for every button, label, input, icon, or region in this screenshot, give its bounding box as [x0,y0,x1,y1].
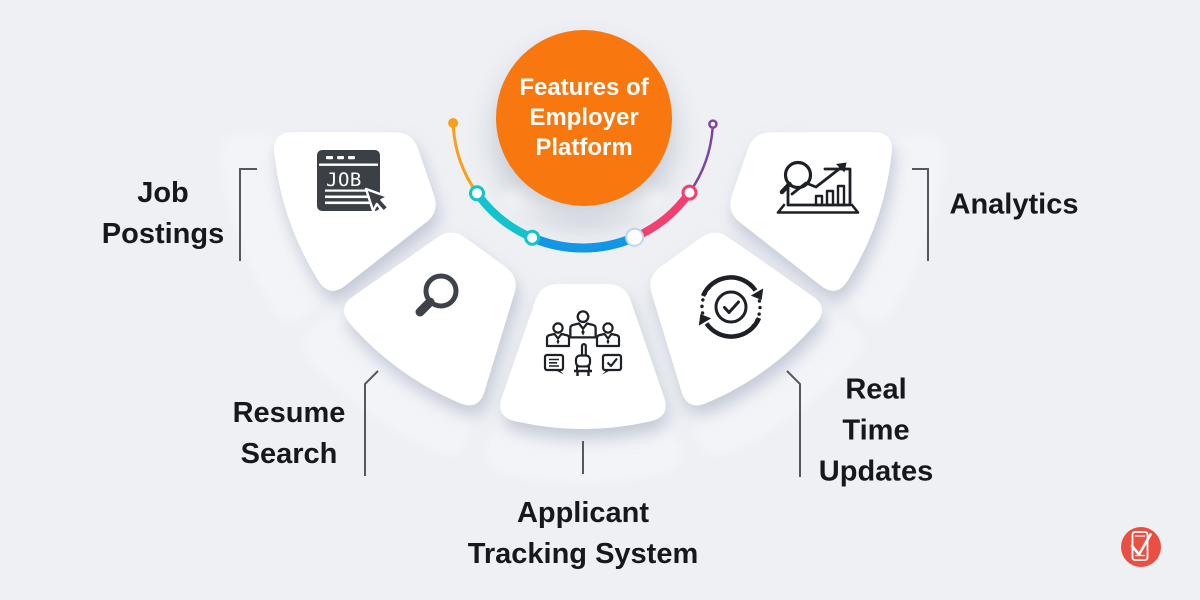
approved-speech-bubble [601,353,623,375]
pointing-hand [574,343,592,376]
feature-label-real-time-updates: Real Time Updates [819,370,933,493]
label-line: Time [842,414,910,447]
label-line: Applicant [516,497,650,529]
connector-real-time-updates [786,370,801,477]
arc-orange-end-dot [448,118,459,128]
label-line: Real [845,373,907,406]
label-line: Search [240,438,338,470]
hub-title-circle: Features of Employer Platform [496,30,672,206]
arc-node-blue [625,227,645,247]
cursor-arrow [364,187,390,213]
label-line: Resume [232,397,346,429]
sync-arrows-check-icon [698,275,764,339]
connector-analytics [912,168,929,261]
job-posting-window-cursor-icon: JOB [317,150,390,213]
connector-resume-search [364,370,379,476]
job-text: JOB [326,169,362,191]
laptop-growth-chart-icon [776,160,860,214]
label-line: Updates [818,455,934,488]
arc-purple-end-dot [708,119,718,129]
label-line: Job [137,177,189,209]
feature-label-resume-search: Resume Search [233,393,346,475]
feature-label-job-postings: Job Postings [102,173,224,255]
feature-label-applicant-tracking-system: Applicant Tracking System [468,493,699,575]
magnifying-glass-icon [415,273,459,317]
label-connectors [239,168,929,477]
notes-speech-bubble [543,353,565,375]
phone-check-logo [1121,527,1161,567]
arc-orange-segment [451,121,479,195]
label-line: Tracking System [467,538,699,570]
label-line: Postings [101,218,225,250]
candidates-review-icon [543,310,623,376]
arc-node-cyan-1 [469,185,485,202]
hub-title-line: Features of [519,74,649,101]
arc-blue-segment [527,232,640,253]
arc-node-pink [681,184,698,201]
connector-job-postings [239,168,257,261]
arc-purple-segment [688,122,715,194]
feature-label-analytics: Analytics [950,185,1079,226]
progress-arc [448,118,718,253]
label-line: Analytics [949,188,1079,221]
hub-title-line: Platform [535,134,633,161]
arc-node-cyan-2 [524,229,541,246]
hub-title-line: Employer [529,104,639,131]
